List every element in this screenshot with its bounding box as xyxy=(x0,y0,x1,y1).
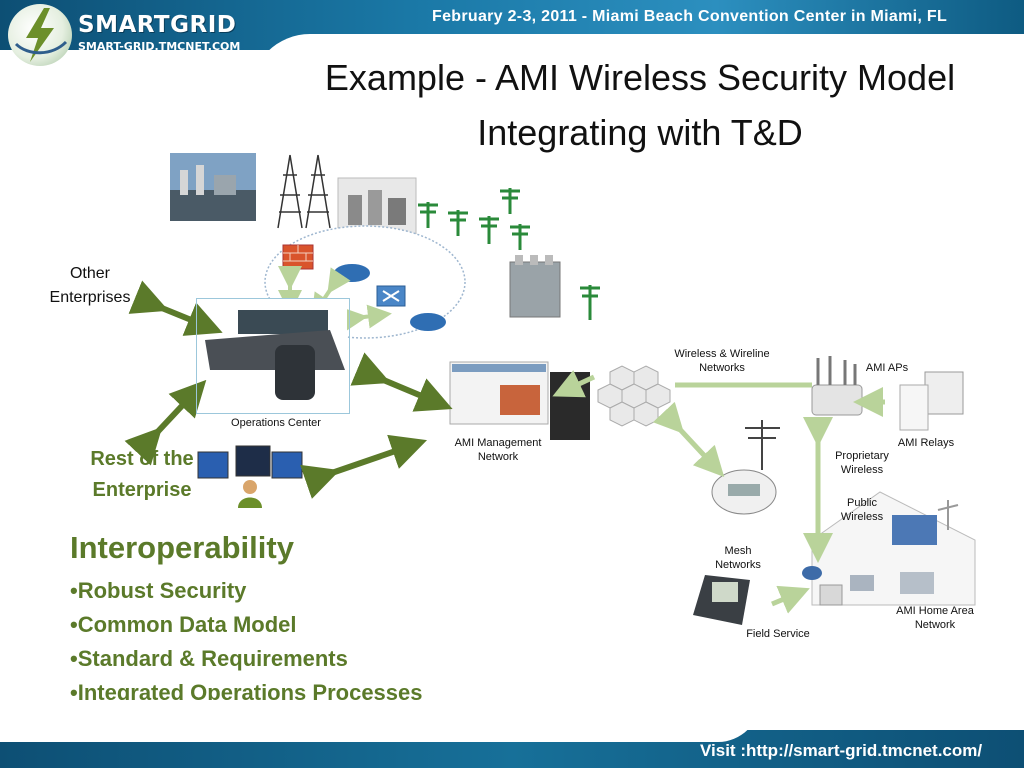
operations-center-box xyxy=(196,298,350,414)
ami-ap-image xyxy=(811,356,863,416)
power-plant-image xyxy=(170,153,256,221)
proprietary-wireless-label: Proprietary Wireless xyxy=(835,450,889,476)
ami-management-label: AMI Management Network xyxy=(454,437,542,463)
smartgrid-logo-icon xyxy=(8,4,72,66)
transmission-tower-icon xyxy=(277,154,331,229)
rest-of-enterprise-label: Rest of the Enterprise xyxy=(90,448,194,501)
field-service-label: Field Service xyxy=(746,628,810,640)
bullet-standard-requirements: •Standard & Requirements xyxy=(70,646,348,671)
field-handheld-image xyxy=(693,575,750,625)
home-area-network-label: AMI Home Area Network xyxy=(896,605,974,631)
slide-title: Example - AMI Wireless Security Model In… xyxy=(270,50,1010,160)
wireless-wireline-label: Wireless & Wireline Networks xyxy=(674,348,770,374)
header-curve xyxy=(250,34,1024,94)
mesh-networks-label: Mesh Networks xyxy=(715,545,761,568)
footer-curve xyxy=(0,700,760,742)
home-area-network-image xyxy=(802,491,976,606)
hex-network-icon xyxy=(597,365,671,427)
footer-visit-link[interactable]: Visit :http://smart-grid.tmcnet.com/ xyxy=(700,741,983,760)
ami-relays-label: AMI Relays xyxy=(897,437,955,449)
logo-url: SMART-GRID.TMCNET.COM xyxy=(78,40,241,53)
ami-management-image xyxy=(449,361,590,440)
title-line-2: Integrating with T&D xyxy=(477,112,803,153)
utility-pole-icon xyxy=(418,188,600,320)
interoperability-heading: Interoperability xyxy=(70,530,294,565)
event-banner: February 2-3, 2011 - Miami Beach Convent… xyxy=(432,8,948,25)
electric-meter-image xyxy=(711,469,777,515)
logo-name: SMARTGRID xyxy=(78,12,237,38)
ami-aps-label: AMI APs xyxy=(865,362,909,374)
bullet-common-data-model: •Common Data Model xyxy=(70,612,297,637)
title-line-1: Example - AMI Wireless Security Model xyxy=(324,57,956,98)
distribution-pole-image xyxy=(745,420,780,470)
enterprise-computers-image xyxy=(197,445,303,508)
other-enterprises-label: Other Enterprises xyxy=(49,265,131,306)
ami-relay-image xyxy=(899,371,964,431)
transformer-image xyxy=(509,255,561,318)
operations-center-label: Operations Center xyxy=(231,417,321,429)
public-wireless-label: Public Wireless xyxy=(840,497,884,523)
bullet-robust-security: •Robust Security xyxy=(70,578,247,603)
